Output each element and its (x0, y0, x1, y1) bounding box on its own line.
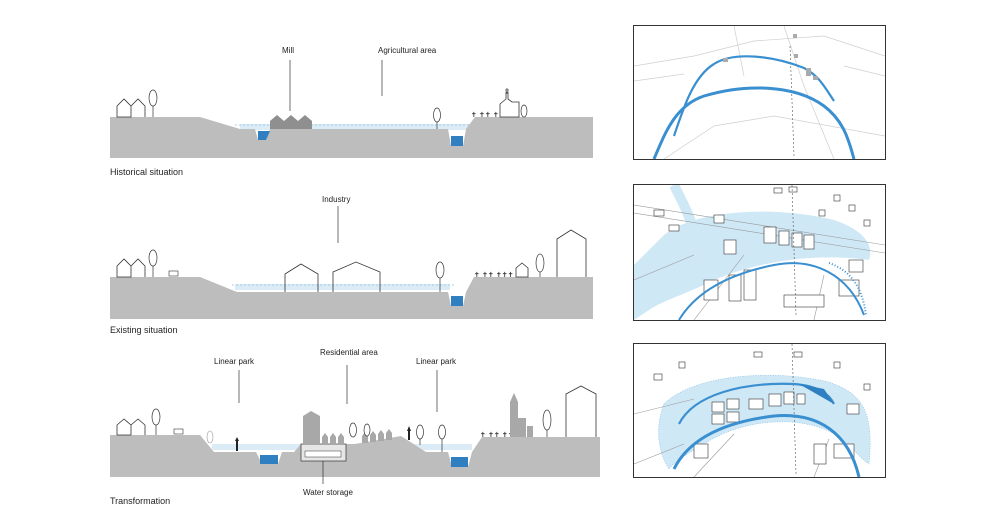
cemetery-icon: ✝ ✝✝ ✝✝✝ (474, 271, 514, 279)
tree-icon (542, 409, 552, 431)
person-icon (235, 437, 239, 451)
linear-park-left-label: Linear park (214, 357, 255, 366)
residential-building (303, 416, 320, 444)
river-channel (451, 457, 468, 467)
industry-label: Industry (322, 195, 351, 204)
residential-blocks (653, 351, 871, 465)
transformation-caption: Transformation (110, 496, 171, 506)
church-icon (510, 393, 526, 437)
industry-building (332, 261, 381, 292)
tree-icon (416, 424, 424, 440)
tree-icon (433, 107, 441, 123)
river-channel (451, 136, 463, 146)
existing-caption: Existing situation (110, 325, 178, 335)
historical-caption: Historical situation (110, 167, 184, 177)
stream-channel (258, 131, 270, 140)
section-line (791, 185, 797, 316)
ground-profile (110, 435, 600, 477)
river-line (672, 414, 861, 477)
linear-park-right-label: Linear park (416, 357, 457, 366)
tree-icon (206, 430, 214, 444)
tree-icon (148, 249, 158, 267)
transformation-map (633, 343, 886, 478)
linear-park-area (658, 374, 871, 470)
apartment-building (565, 385, 597, 437)
residential-area-label: Residential area (320, 348, 378, 357)
house-icon (515, 262, 529, 278)
industry-building (284, 263, 319, 292)
house-icon (116, 258, 146, 278)
car-icon (168, 270, 179, 277)
car-icon (173, 428, 184, 435)
historical-section: ✝ ✝✝ ✝✝✝ (110, 60, 593, 158)
tree-icon (535, 253, 545, 273)
water-storage-label: Water storage (303, 488, 353, 497)
mill-label: Mill (282, 46, 294, 55)
cemetery-icon: ✝ ✝✝ ✝✝✝ (471, 111, 511, 119)
ground-profile (110, 117, 593, 158)
transformation-section: ✝ ✝✝ ✝✝✝ (110, 365, 600, 484)
agricultural-area-label: Agricultural area (378, 46, 437, 55)
stream-line (672, 55, 835, 137)
ground-profile (110, 277, 593, 319)
river-channel (451, 296, 463, 306)
water-body (799, 384, 834, 404)
cemetery-icon: ✝ ✝✝ ✝✝✝ (480, 431, 520, 439)
house-icon (116, 98, 146, 118)
river-line (652, 86, 856, 159)
historical-map (633, 25, 886, 160)
river-line (678, 262, 865, 320)
mill-building (270, 115, 312, 129)
tree-icon (435, 261, 445, 279)
tree-icon (349, 422, 357, 438)
flood-zone (240, 124, 470, 130)
tree-icon (148, 89, 158, 107)
tree-icon (438, 424, 446, 440)
house-icon (116, 418, 146, 436)
church-icon (499, 91, 520, 118)
section-line (791, 344, 797, 475)
tree-icon (520, 104, 528, 118)
tree-icon (151, 408, 161, 426)
existing-map (633, 184, 886, 321)
person-icon (407, 426, 411, 440)
apartment-building (556, 229, 587, 277)
existing-section: ✝ ✝✝ ✝✝✝ (110, 206, 593, 319)
stream-channel (260, 455, 278, 464)
flood-zone (235, 284, 450, 290)
